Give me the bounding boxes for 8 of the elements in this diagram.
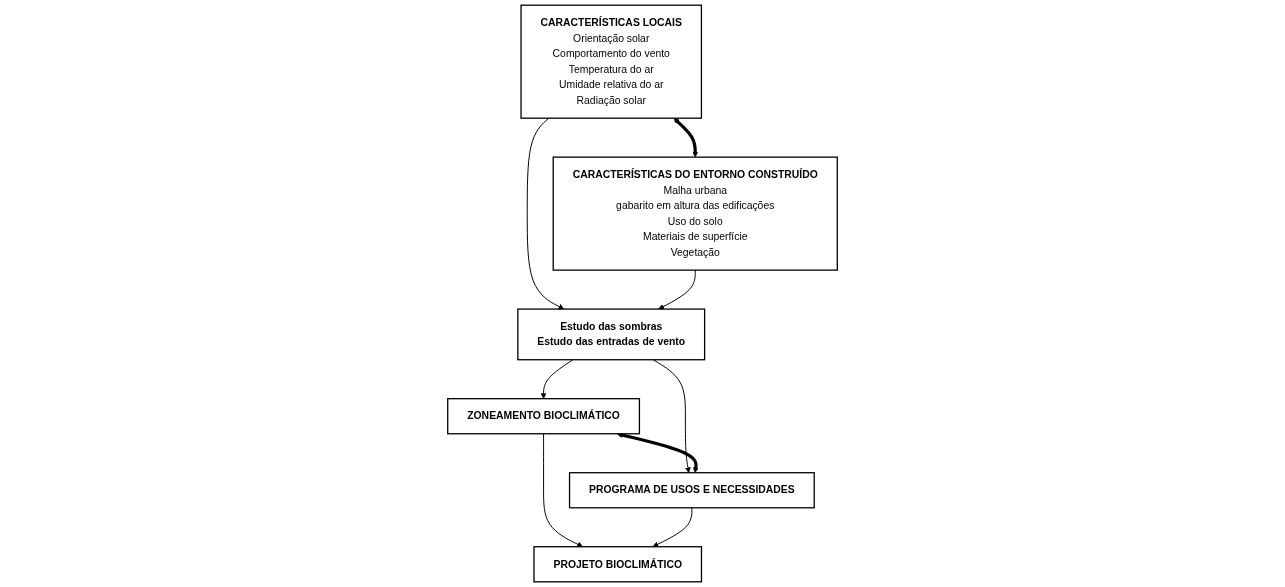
node-box: Estudo das sombras Estudo das entradas de vento xyxy=(517,308,706,361)
arrow xyxy=(616,432,699,473)
node-box: CARACTERÍSTICAS LOCAIS Orientação solar Comportamento do vento Temperatura do ar Umidade relativa do ar Radiação solar xyxy=(520,4,703,119)
node-box: ZONEAMENTO BIOCLIMÁTICO xyxy=(447,398,641,435)
node-box: PROGRAMA DE USOS E NECESSIDADES xyxy=(568,472,815,509)
arrow xyxy=(673,118,699,158)
node-box: PROJETO BIOCLIMÁTICO xyxy=(533,546,703,583)
node-box: CARACTERÍSTICAS DO ENTORNO CONSTRUÍDO Malha urbana gabarito em altura das edificações Uso do solo Materiais de superfície Vegetação xyxy=(552,156,838,271)
